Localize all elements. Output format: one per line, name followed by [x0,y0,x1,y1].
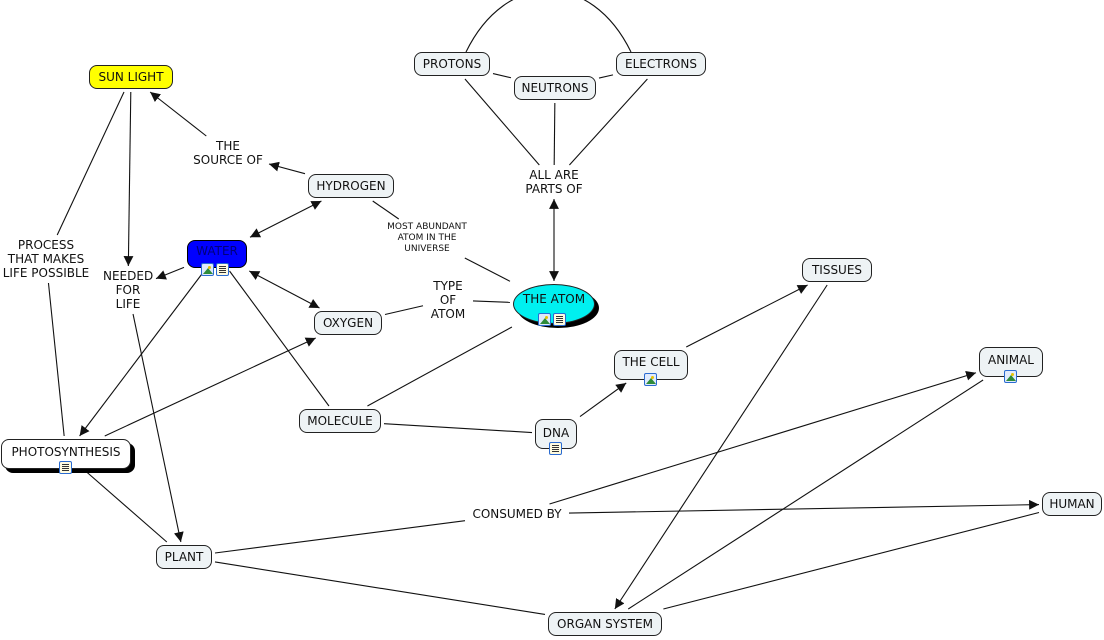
link-text: UNIVERSE [404,244,450,254]
animal-resources [1004,370,1017,383]
link-text: ATOM [430,307,466,321]
connection-needed_for_life-to-plant [132,313,184,543]
link-text: TYPE [433,279,463,293]
connection-electrons-to-all_are_parts_of [569,78,648,166]
link-text: MOST ABUNDANT [387,222,467,232]
connection-molecule-to-dna [383,423,533,434]
concept-electrons[interactable]: ELECTRONS [616,52,706,76]
connection-hydrogen-to-most_abundant [372,200,400,220]
link-text: SOURCE OF [193,153,263,167]
water-resources [201,263,229,276]
connection-the_cell-to-tissues [685,284,808,348]
connection-plant-to-organ_system [214,561,546,615]
link-text: PARTS OF [525,182,583,196]
concept-sun-light[interactable]: SUN LIGHT [89,65,173,89]
link-the-source-of[interactable]: THE SOURCE OF [190,139,266,167]
connection-the_source_of-to-sun_light [149,91,207,137]
link-text: LIFE [115,297,141,311]
connection-plant-to-consumed_by [214,520,466,554]
connection-the_atom-to-molecule [367,326,513,407]
concept-organ-system[interactable]: ORGAN SYSTEM [548,612,662,636]
concept-hydrogen[interactable]: HYDROGEN [308,174,394,198]
concept-plant[interactable]: PLANT [156,545,212,569]
connection-water-to-needed_for_life [155,266,185,280]
cell-resources [644,373,657,386]
connection-water-to-photosynthesis [79,270,205,437]
connection-protons-to-all_are_parts_of [464,78,540,166]
link-text: LIFE POSSIBLE [2,266,90,280]
concept-tissues[interactable]: TISSUES [802,258,872,282]
connection-sun_light-to-needed_for_life [123,91,134,267]
link-consumed-by[interactable]: CONSUMED BY [468,507,566,521]
link-text: ALL ARE [529,168,579,182]
connection-consumed_by-to-animal [549,370,977,505]
connection-curve [465,0,632,53]
connection-photosynthesis-to-oxygen [104,337,316,437]
image-resource-icon[interactable] [538,313,551,326]
connection-sun_light-to-process_that_makes [56,91,125,236]
connection-water-to-hydrogen [249,200,322,238]
document-resource-icon[interactable] [216,263,229,276]
link-needed-for-life[interactable]: NEEDED FOR LIFE [103,269,153,311]
atom-resources [538,313,566,326]
connection-protons-to-neutrons [492,73,512,79]
document-resource-icon[interactable] [553,313,566,326]
document-resource-icon[interactable] [59,461,72,474]
connection-tissues-to-organ_system [614,284,828,610]
connection-water-to-molecule [229,270,330,407]
image-resource-icon[interactable] [1004,370,1017,383]
link-all-are-parts-of[interactable]: ALL ARE PARTS OF [519,168,589,196]
connection-hydrogen-to-the_source_of [268,161,306,175]
connection-process_that_makes-to-photosynthesis [47,282,65,437]
connection-type_of_atom-to-the_atom [472,300,511,303]
link-text: PROCESS [17,238,75,252]
connection-photosynthesis-to-plant [86,471,168,543]
connection-neutrons-to-all_are_parts_of [553,102,556,166]
link-type-of-atom[interactable]: TYPE OF ATOM [426,279,470,321]
connection-most_abundant-to-the_atom [464,257,511,282]
concept-molecule[interactable]: MOLECULE [299,409,381,433]
connection-consumed_by-to-human [568,499,1040,514]
document-resource-icon[interactable] [549,442,562,455]
link-text: CONSUMED BY [472,507,562,521]
concept-neutrons[interactable]: NEUTRONS [514,76,596,100]
link-text: THAT MAKES [7,252,85,266]
concept-oxygen[interactable]: OXYGEN [314,311,382,335]
link-text: FOR [115,283,141,297]
link-process-that-makes-life-possible[interactable]: PROCESS THAT MAKES LIFE POSSIBLE [0,238,92,280]
connection-human-to-organ_system [663,511,1040,610]
link-text: THE [216,139,240,153]
dna-resources [549,442,562,455]
connection-neutrons-to-electrons [598,74,614,79]
concept-the-atom[interactable]: THE ATOM [513,284,595,324]
connection-water-to-oxygen [249,270,320,309]
link-most-abundant-atom[interactable]: MOST ABUNDANT ATOM IN THE UNIVERSE [384,222,470,255]
concept-protons[interactable]: PROTONS [414,52,490,76]
concept-human[interactable]: HUMAN [1042,492,1102,516]
connection-dna-to-the_cell [579,382,627,418]
link-text: OF [439,293,457,307]
photosynthesis-resources [59,461,72,474]
image-resource-icon[interactable] [644,373,657,386]
image-resource-icon[interactable] [201,263,214,276]
link-text: ATOM IN THE [397,233,457,243]
connection-animal-to-organ_system [627,379,984,610]
link-text: NEEDED [103,269,154,283]
connection-oxygen-to-type_of_atom [384,305,424,316]
